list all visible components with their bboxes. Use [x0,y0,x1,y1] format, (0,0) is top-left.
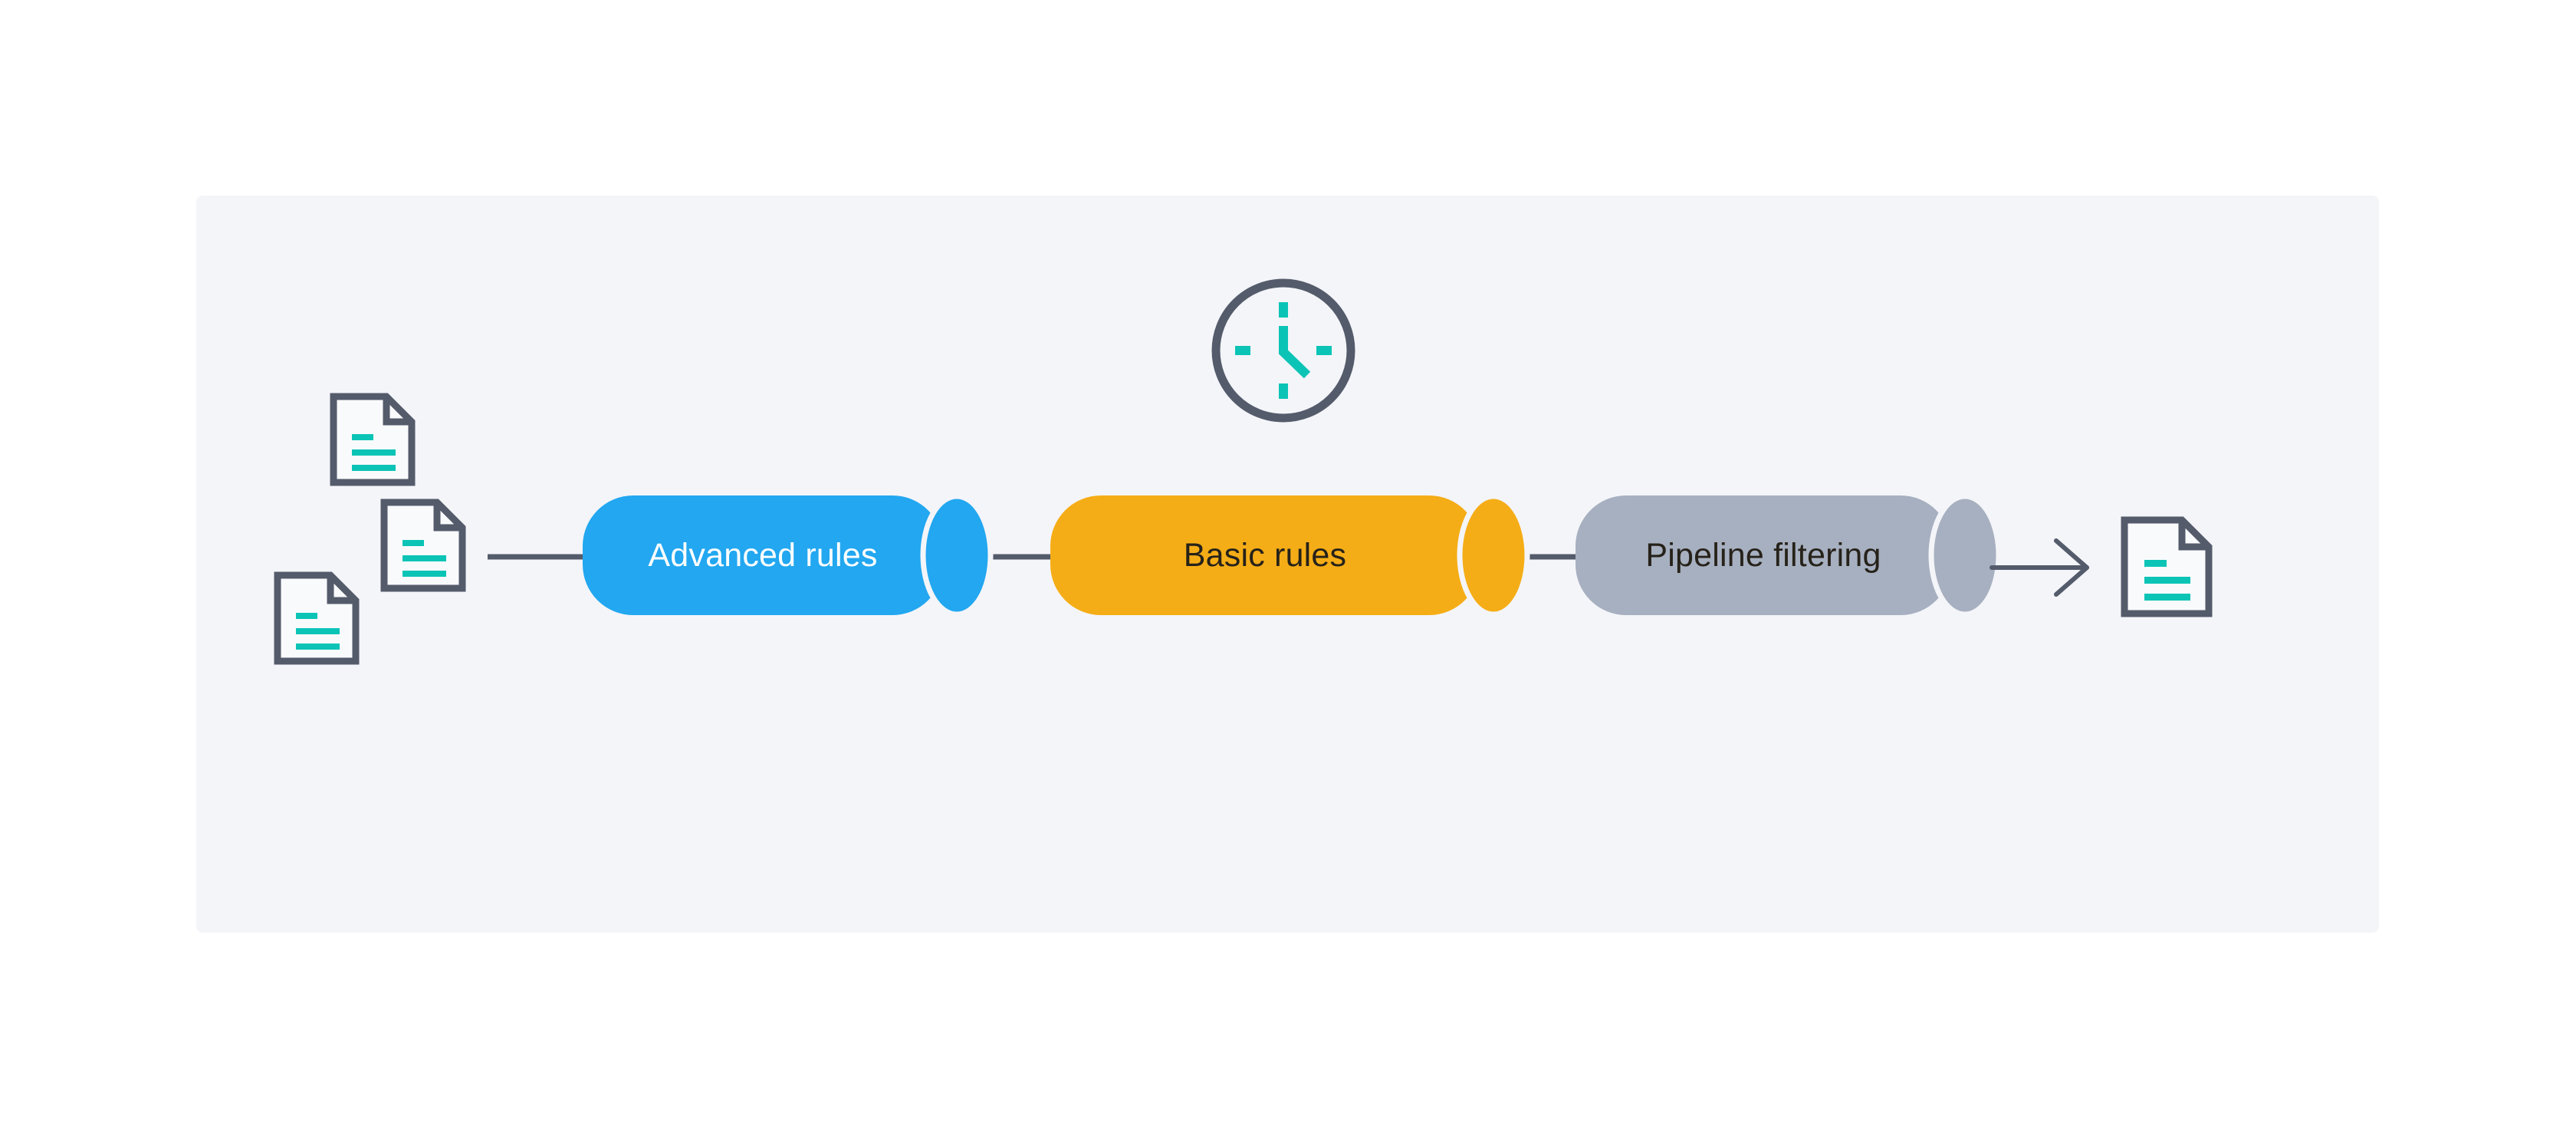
cylinder-cap [920,493,994,617]
clock-icon [1208,275,1359,426]
document-text-line [296,643,340,650]
document-text-line [402,571,446,577]
clock-hands-icon [1279,326,1311,379]
clock-tick-12 [1279,302,1288,318]
document-text-line [352,434,373,440]
document-text-line [2144,560,2167,567]
cylinder-body [1576,495,1951,615]
document-text-line [352,449,396,456]
clock-tick-3 [1316,346,1332,355]
input-document-1 [330,393,416,486]
output-document [2121,516,2213,617]
input-document-3 [274,571,360,665]
cylinder-cap [1457,493,1530,617]
cylinder-body [1050,495,1480,615]
cylinder-body [583,495,943,615]
clock-tick-6 [1279,383,1288,399]
document-text-line [296,628,340,634]
arrow-head-icon [2054,538,2089,597]
document-fold-icon [433,502,462,532]
clock-tick-9 [1235,346,1250,355]
document-text-line [402,540,424,546]
document-text-line [296,613,317,619]
document-text-line [2144,577,2190,584]
document-text-line [352,465,396,471]
input-document-2 [380,499,466,592]
cylinder-cap [1928,493,2002,617]
document-fold-icon [383,397,412,426]
connector-filtering-to-output [1990,538,2089,597]
document-text-line [2144,594,2190,601]
document-text-line [402,555,446,561]
document-fold-icon [2178,520,2209,551]
document-fold-icon [327,575,356,604]
